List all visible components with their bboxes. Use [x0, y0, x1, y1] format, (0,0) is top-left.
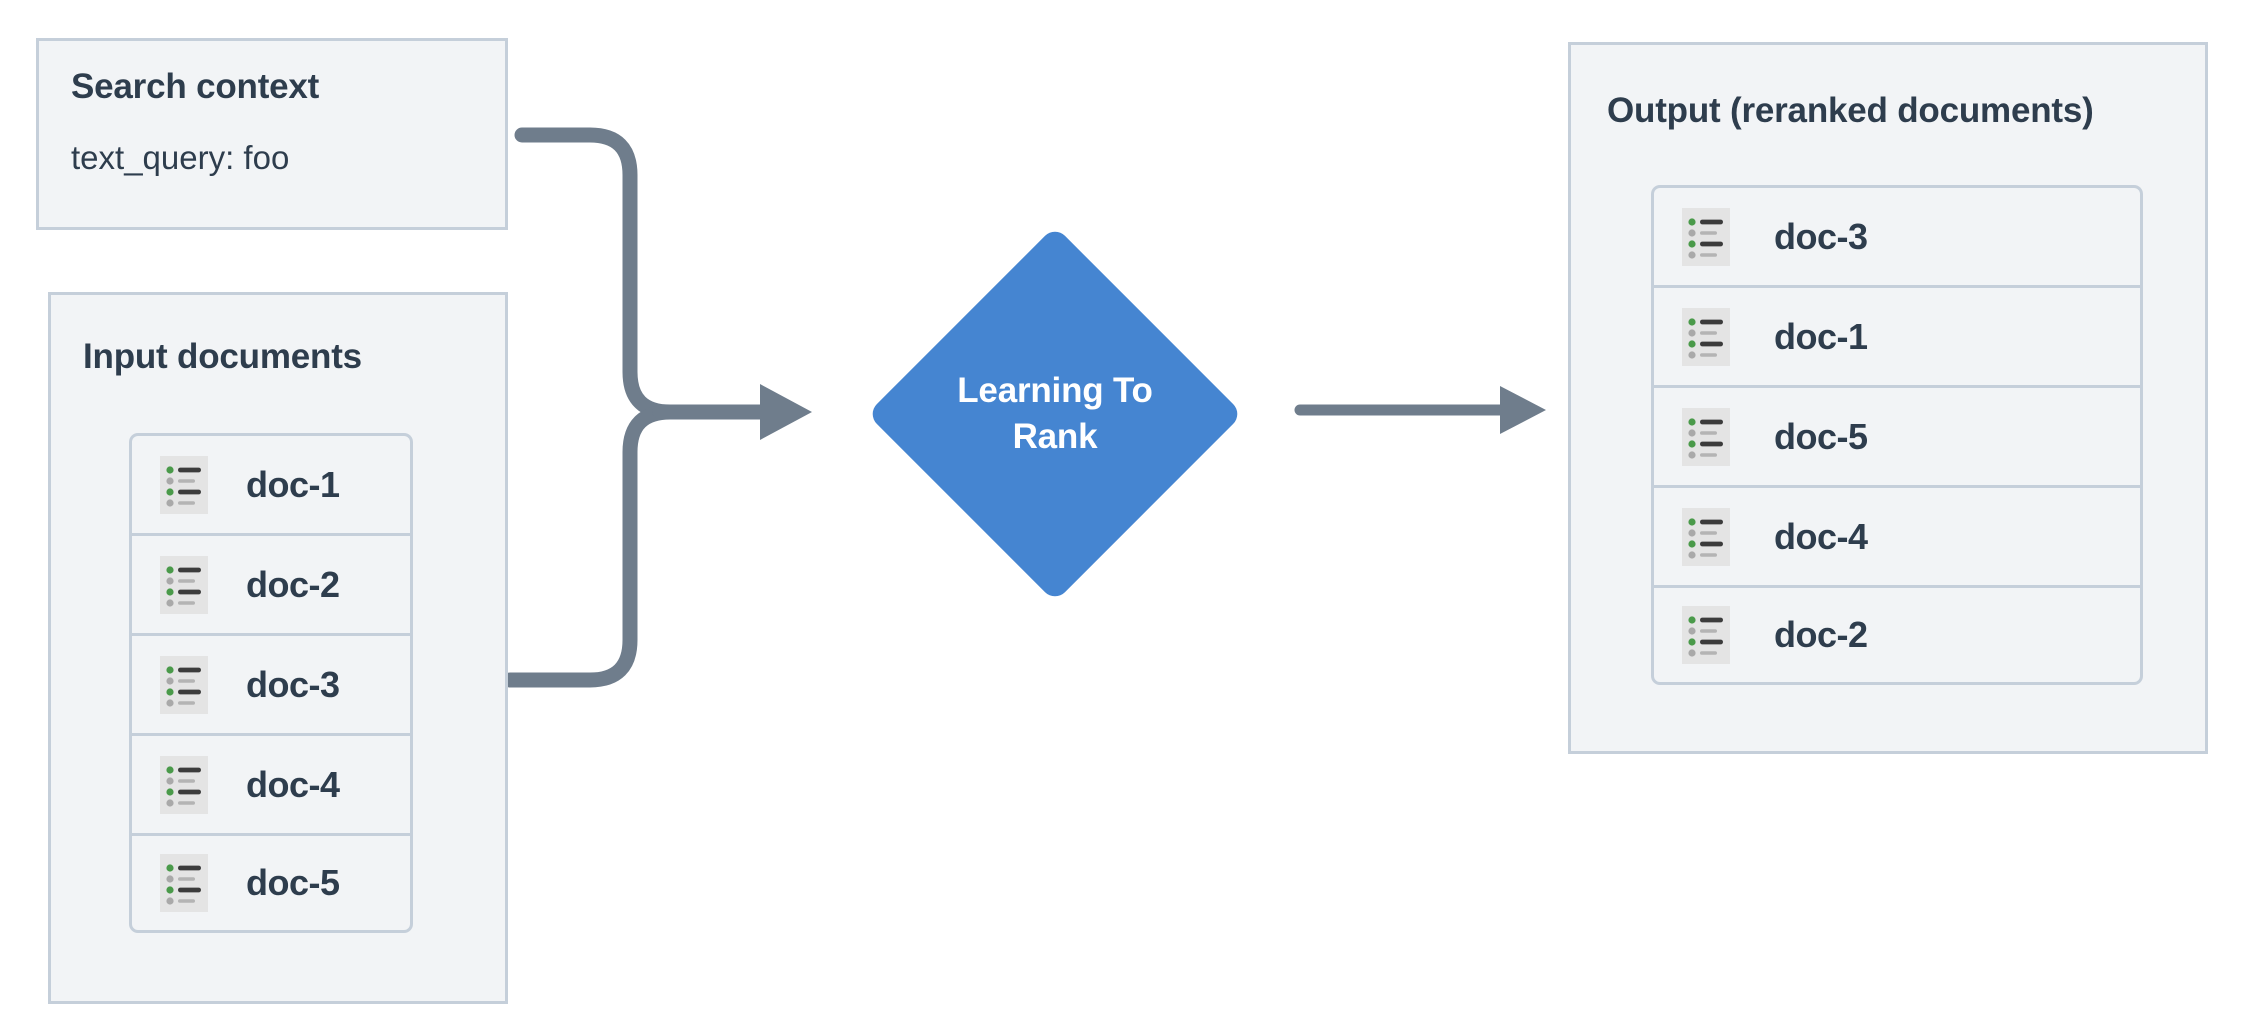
search-context-title: Search context [71, 67, 320, 106]
list-item-label: doc-2 [246, 563, 340, 605]
process-node-label-line1: Learning To [957, 371, 1153, 410]
list-item[interactable]: doc-1 [1651, 285, 2143, 385]
list-item-label: doc-2 [1774, 614, 1868, 655]
list-item[interactable]: doc-3 [129, 633, 413, 733]
search-context-query: text_query: foo [71, 139, 290, 176]
list-item-label: doc-3 [1774, 215, 1868, 257]
process-node-label: Learning To Rank [822, 228, 1288, 600]
document-list-icon [1682, 606, 1730, 664]
list-item[interactable]: doc-4 [1651, 485, 2143, 585]
output-document-list: doc-3 doc-1 [1651, 185, 2143, 685]
list-item-label: doc-1 [1774, 315, 1868, 357]
list-item[interactable]: doc-4 [129, 733, 413, 833]
arrowhead-into-output [1500, 386, 1546, 434]
list-item[interactable]: doc-2 [129, 533, 413, 633]
connector-search-context-to-ltr [514, 127, 708, 420]
list-item[interactable]: doc-2 [1651, 585, 2143, 685]
arrowhead-into-ltr [760, 384, 812, 440]
document-list-icon [160, 655, 208, 714]
document-list-icon [1682, 307, 1730, 366]
document-list-icon [160, 555, 208, 614]
list-item[interactable]: doc-5 [129, 833, 413, 933]
list-item[interactable]: doc-3 [1651, 185, 2143, 285]
document-list-icon [1682, 507, 1730, 566]
list-item-label: doc-5 [246, 862, 340, 903]
document-list-icon [160, 854, 208, 912]
document-list-icon [1682, 207, 1730, 266]
list-item-label: doc-1 [246, 463, 340, 505]
list-item[interactable]: doc-5 [1651, 385, 2143, 485]
process-node-label-line2: Rank [1012, 417, 1098, 456]
document-list-icon [160, 755, 208, 814]
input-document-list: doc-1 doc-2 [129, 433, 413, 933]
list-item-label: doc-5 [1774, 415, 1868, 457]
connector-input-documents-to-ltr [502, 404, 708, 688]
list-item-label: doc-3 [246, 663, 340, 705]
output-documents-panel: Output (reranked documents) doc-3 [1568, 42, 2208, 754]
document-list-icon [160, 455, 208, 514]
process-node-learning-to-rank[interactable]: Learning To Rank [822, 225, 1288, 603]
list-item-label: doc-4 [246, 763, 340, 805]
list-item[interactable]: doc-1 [129, 433, 413, 533]
output-documents-title: Output (reranked documents) [1607, 91, 2094, 130]
input-documents-panel: Input documents doc-1 [48, 292, 508, 1004]
input-documents-title: Input documents [83, 337, 362, 376]
list-item-label: doc-4 [1774, 515, 1868, 557]
document-list-icon [1682, 407, 1730, 466]
search-context-panel: Search context text_query: foo [36, 38, 508, 230]
